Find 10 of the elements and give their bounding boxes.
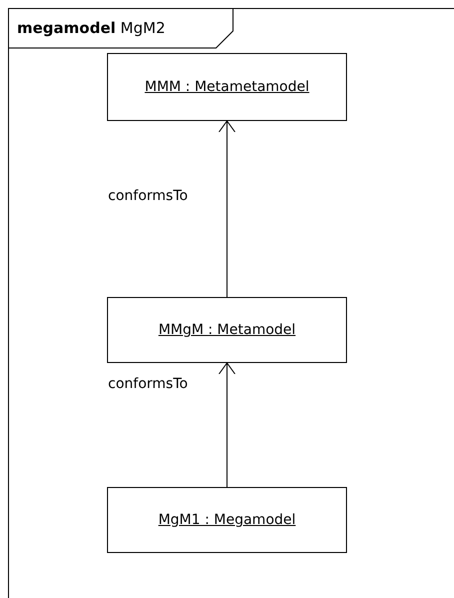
instance-box (107, 297, 347, 363)
instance-name: MMM : Metametamodel (144, 79, 310, 95)
instance-name: MgM1 : Megamodel (158, 512, 296, 528)
uml-frame (8, 8, 454, 598)
instance-box (107, 487, 347, 553)
instance-name: MMgM : Metamodel (158, 322, 296, 338)
frame-title: megamodel MgM2 (17, 19, 166, 37)
arrow (218, 120, 236, 298)
arrow (218, 362, 236, 488)
instance-box (107, 53, 347, 121)
